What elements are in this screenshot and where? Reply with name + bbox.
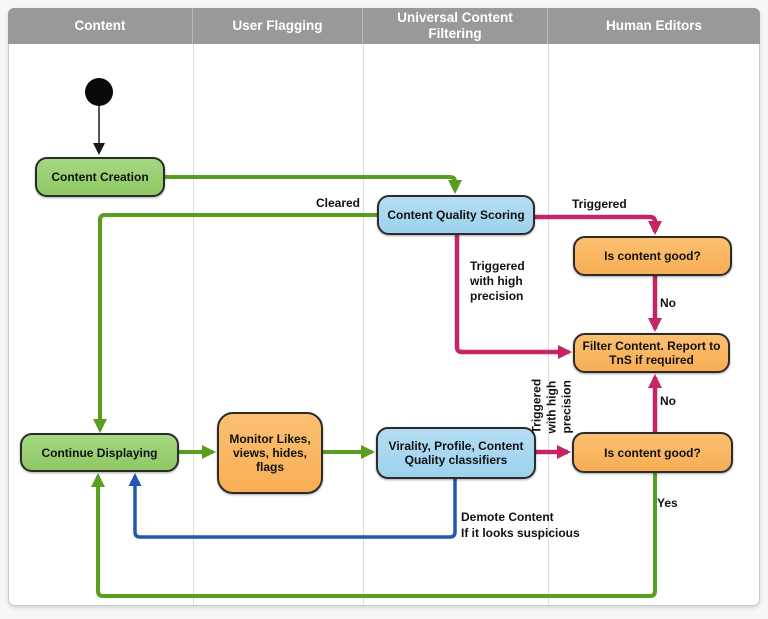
node-virality-classifiers: Virality, Profile, Content Quality class…	[376, 427, 536, 479]
node-monitor-likes-views-hides-flags: Monitor Likes, views, hides, flags	[217, 412, 323, 494]
node-content-creation: Content Creation	[35, 157, 165, 197]
lane-divider-2	[363, 44, 364, 605]
label-yes: Yes	[657, 496, 678, 510]
lane-header-universal-content-filtering: Universal Content Filtering	[363, 8, 548, 44]
node-continue-displaying: Continue Displaying	[20, 433, 179, 472]
lane-header-content: Content	[8, 8, 193, 44]
swimlane-header: Content User Flagging Universal Content …	[8, 8, 760, 44]
node-is-content-good-upper: Is content good?	[573, 236, 732, 276]
node-is-content-good-lower: Is content good?	[572, 432, 733, 473]
label-cleared: Cleared	[315, 196, 360, 210]
label-no-upper: No	[660, 296, 676, 310]
lane-header-human-editors: Human Editors	[605, 18, 702, 33]
node-content-quality-scoring: Content Quality Scoring	[377, 195, 535, 235]
label-triggered-high-precision: Triggered with high precision	[470, 259, 525, 303]
lane-header-user-flagging: User Flagging	[193, 8, 363, 44]
label-demote-content: Demote Content If it looks suspicious	[461, 510, 580, 540]
label-no-lower: No	[660, 394, 676, 408]
diagram-card	[8, 8, 760, 606]
label-triggered: Triggered	[572, 197, 627, 211]
start-node	[85, 78, 113, 106]
lane-divider-1	[193, 44, 194, 605]
node-filter-content-report-tns: Filter Content. Report to TnS if require…	[573, 333, 730, 373]
label-triggered-high-precision-vertical: Triggered with high precision	[529, 378, 574, 434]
